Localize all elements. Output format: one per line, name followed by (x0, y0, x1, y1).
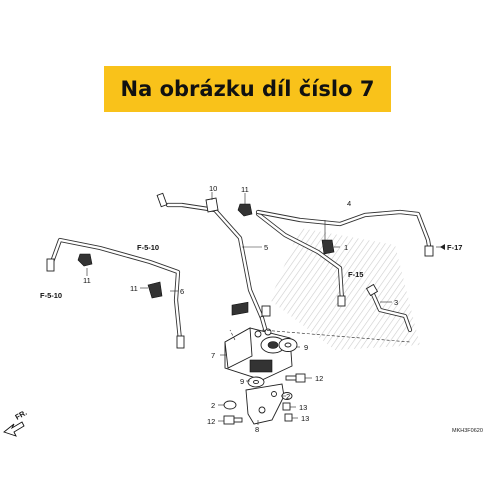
banner-title: Na obrázku díl číslo 7 (120, 77, 375, 101)
label-part-4: 4 (347, 199, 351, 208)
label-part-13-upper: 13 (299, 403, 307, 412)
label-part-9-lower: 9 (240, 377, 244, 386)
ref-f-15: F-15 (348, 270, 363, 279)
bracket-8 (245, 383, 285, 425)
clip-1 (321, 239, 335, 255)
label-part-3: 3 (394, 298, 398, 307)
label-part-9-right: 9 (304, 343, 308, 352)
clip-10 (205, 197, 219, 213)
part-number-banner: Na obrázku díl číslo 7 (104, 66, 391, 112)
ref-f-5-10-left: F-5-10 (40, 291, 62, 300)
collar-13-lower (284, 413, 293, 422)
ref-f-17-arrow (440, 244, 445, 250)
clip-11-mid (147, 281, 163, 299)
abs-modulator-7 (224, 301, 293, 381)
collar-13-upper (282, 402, 291, 411)
label-part-11-top: 11 (241, 185, 249, 194)
hatched-panel (270, 228, 420, 350)
label-part-11-mid: 11 (130, 284, 138, 293)
label-part-12-left: 12 (207, 417, 215, 426)
label-part-7: 7 (211, 351, 215, 360)
label-part-12-right: 12 (315, 374, 323, 383)
leader-lines (86, 192, 411, 425)
ref-f-5-10-top: F-5-10 (137, 243, 159, 252)
clip-11-left (77, 253, 93, 267)
label-part-6: 6 (180, 287, 184, 296)
brake-pipe-4 (255, 209, 434, 257)
label-part-2-left: 2 (211, 401, 215, 410)
label-part-5: 5 (264, 243, 268, 252)
clip-11-top (237, 203, 253, 217)
ref-f-17: F-17 (447, 243, 462, 252)
brake-pipe-5 (156, 192, 265, 321)
bolt-12-right (285, 373, 306, 383)
brake-pipe-1 (255, 211, 346, 307)
label-part-8: 8 (255, 425, 259, 434)
grommet-2-left (223, 400, 237, 410)
label-part-13-lower: 13 (301, 414, 309, 423)
brake-pipe-left (46, 237, 185, 349)
label-part-11-left: 11 (83, 276, 91, 285)
front-arrow-icon (3, 421, 25, 437)
brake-pipe-3 (365, 283, 413, 333)
washer-9-lower (247, 376, 265, 388)
washer-9-right (278, 338, 298, 352)
front-label: FR. (14, 408, 29, 422)
brake-pipe-abs-link (259, 305, 271, 335)
bolt-12-left (223, 415, 243, 425)
label-part-2-right: 2 (286, 392, 290, 401)
label-part-1: 1 (344, 243, 348, 252)
diagram-code: MKH3F0620 (452, 428, 483, 434)
label-part-10: 10 (209, 184, 217, 193)
